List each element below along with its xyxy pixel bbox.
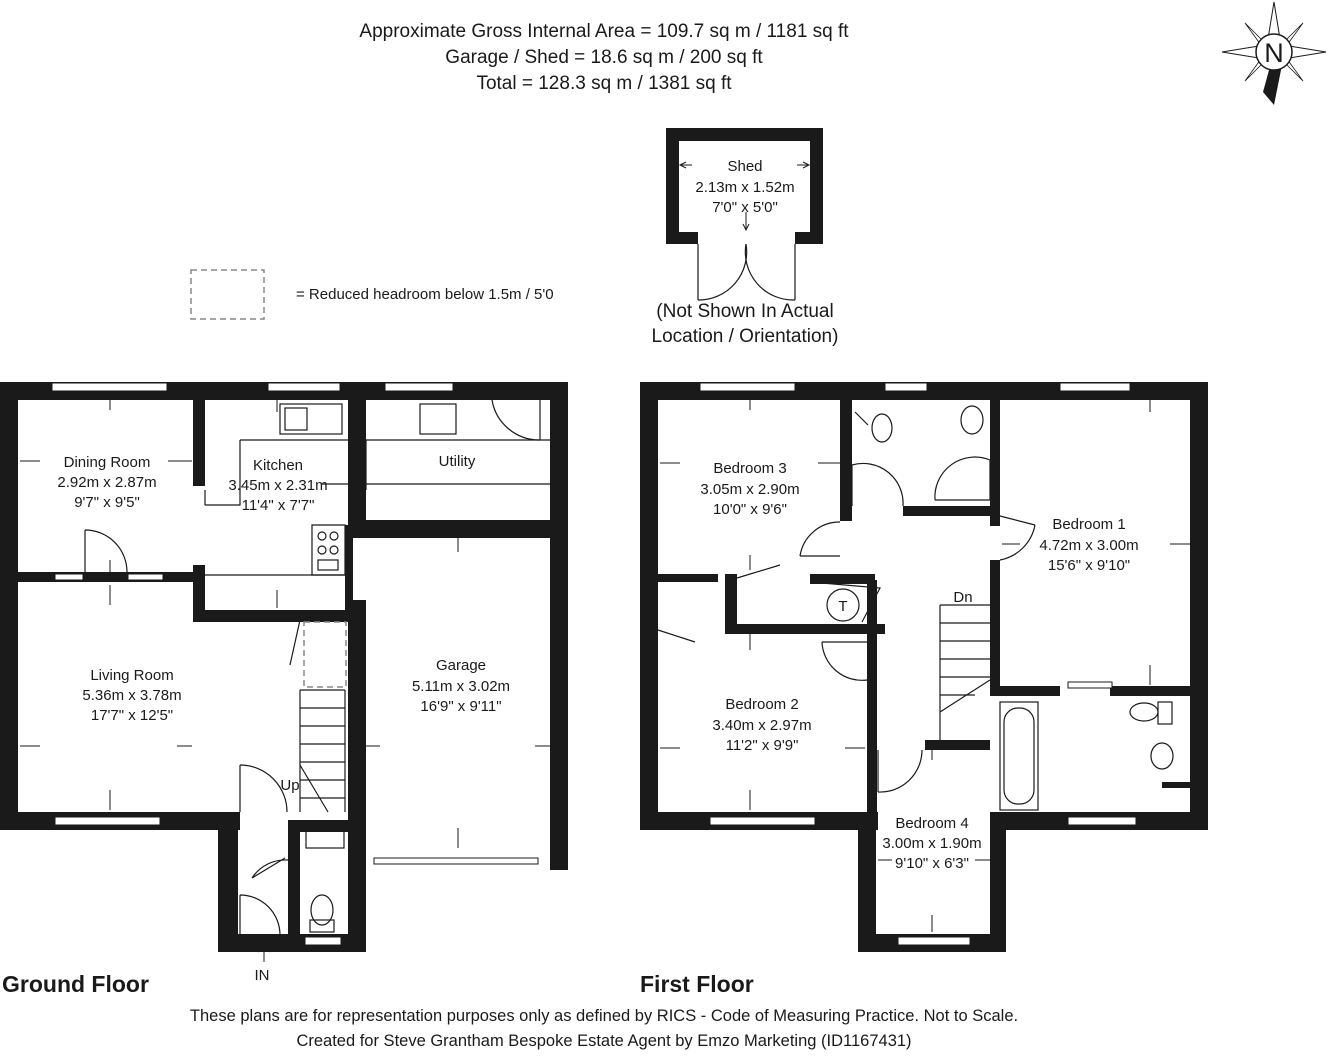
bedroom-3-metric: 3.05m x 2.90m	[700, 481, 799, 498]
dining-room-name: Dining Room	[64, 454, 151, 471]
credit-line: Created for Steve Grantham Bespoke Estat…	[296, 1032, 911, 1050]
ground-floor-label: Ground Floor	[2, 971, 149, 997]
stairs-up-label: Up	[280, 777, 299, 794]
living-room-name: Living Room	[90, 667, 173, 684]
entrance-arrow-icon	[257, 945, 271, 962]
compass-letter: N	[1264, 38, 1284, 68]
ground-floor-plan	[0, 382, 568, 952]
first-floor-label: First Floor	[640, 971, 754, 997]
shed-imperial: 7'0" x 5'0"	[712, 199, 778, 216]
bedroom-4-metric: 3.00m x 1.90m	[882, 835, 981, 852]
bedroom-1-metric: 4.72m x 3.00m	[1039, 537, 1138, 554]
shed-metric: 2.13m x 1.52m	[695, 179, 794, 196]
garage-area-heading: Garage / Shed = 18.6 sq m / 200 sq ft	[445, 47, 763, 68]
shed-plan	[666, 128, 823, 301]
bedroom-3-name: Bedroom 3	[713, 460, 786, 477]
utility-name: Utility	[439, 453, 476, 470]
bedroom-2-metric: 3.40m x 2.97m	[712, 717, 811, 734]
entrance-label: IN	[255, 967, 270, 984]
shed-name: Shed	[727, 158, 762, 175]
legend-text: = Reduced headroom below 1.5m / 5'0	[296, 286, 554, 303]
bedroom-3-imperial: 10'0" x 9'6"	[713, 501, 787, 518]
tank-label: T	[838, 598, 847, 615]
first-floor-plan	[640, 382, 1208, 952]
stairs-down-label: Dn	[953, 589, 972, 606]
garage-name: Garage	[436, 657, 486, 674]
area-heading: Approximate Gross Internal Area = 109.7 …	[359, 21, 849, 42]
kitchen-metric: 3.45m x 2.31m	[228, 477, 327, 494]
bedroom-2-name: Bedroom 2	[725, 696, 798, 713]
garage-imperial: 16'9" x 9'11"	[420, 698, 501, 715]
dining-room-metric: 2.92m x 2.87m	[57, 474, 156, 491]
disclaimer-line: These plans are for representation purpo…	[190, 1007, 1018, 1025]
bedroom-4-name: Bedroom 4	[895, 815, 968, 832]
shed-note-line2: Location / Orientation)	[652, 326, 839, 347]
dining-room-imperial: 9'7" x 9'5"	[74, 494, 140, 511]
garage-metric: 5.11m x 3.02m	[412, 678, 510, 695]
shed-note-line1: (Not Shown In Actual	[656, 301, 833, 322]
reduced-headroom-swatch	[190, 269, 265, 320]
bedroom-2-imperial: 11'2" x 9'9"	[726, 737, 799, 754]
kitchen-name: Kitchen	[253, 457, 303, 474]
bedroom-4-imperial: 9'10" x 6'3"	[895, 855, 969, 872]
bedroom-1-name: Bedroom 1	[1052, 516, 1125, 533]
compass-icon: N	[1221, 1, 1327, 105]
kitchen-imperial: 11'4" x 7'7"	[242, 497, 315, 514]
total-area-heading: Total = 128.3 sq m / 1381 sq ft	[476, 73, 732, 94]
living-room-metric: 5.36m x 3.78m	[82, 687, 181, 704]
living-room-imperial: 17'7" x 12'5"	[91, 707, 173, 724]
bedroom-1-imperial: 15'6" x 9'10"	[1048, 557, 1130, 574]
